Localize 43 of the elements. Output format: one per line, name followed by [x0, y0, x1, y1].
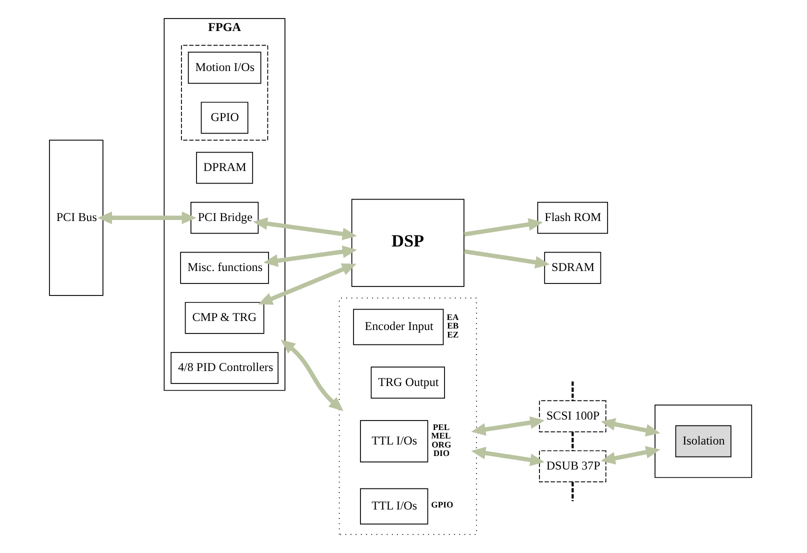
arrow — [258, 263, 356, 305]
node-box: DSP — [350, 198, 464, 287]
node-box: SDRAM — [544, 252, 601, 284]
node-box: DSUB 37P — [538, 450, 606, 482]
connector — [571, 432, 574, 451]
node-box: PCI Bridge — [190, 202, 258, 234]
node-label: ORG — [431, 439, 451, 450]
node-label: EA — [446, 312, 458, 322]
arrow — [600, 446, 660, 464]
arrow — [600, 418, 660, 437]
node-box: Encoder Input — [352, 308, 444, 346]
arrow — [252, 217, 356, 240]
node-label: EB — [446, 320, 458, 331]
node-box: TRG Output — [370, 366, 444, 399]
node-box: TTL I/Os — [360, 488, 428, 525]
node-box: GPIO — [200, 102, 248, 134]
cluster — [338, 298, 476, 535]
node-box: Isolation — [674, 425, 731, 458]
arrow — [262, 245, 357, 267]
connector — [571, 482, 574, 502]
node-box: Misc. functions — [180, 252, 268, 284]
arrow — [280, 340, 343, 412]
node-box: PCI Bus — [48, 140, 103, 296]
arrow — [470, 416, 544, 436]
arrow — [463, 218, 542, 236]
node-label: EZ — [446, 329, 458, 340]
node-box: DPRAM — [196, 152, 253, 184]
cluster — [180, 44, 268, 141]
node-label: PEL — [432, 422, 450, 432]
cluster — [654, 404, 752, 478]
node-box: CMP & TRG — [184, 302, 264, 334]
node-label: GPIO — [430, 500, 453, 510]
arrow — [470, 446, 544, 466]
arrow — [97, 212, 196, 224]
node-label: MEL — [430, 430, 450, 441]
node-label: DIO — [432, 448, 450, 458]
node-box: Motion I/Os — [187, 52, 261, 84]
node-box: TTL I/Os — [360, 420, 428, 462]
arrow — [463, 249, 550, 269]
connector — [571, 382, 574, 400]
node-box: Flash ROM — [536, 202, 608, 234]
node-box: 4/8 PID Controllers — [170, 352, 278, 384]
node-box: SCSI 100P — [538, 400, 606, 432]
